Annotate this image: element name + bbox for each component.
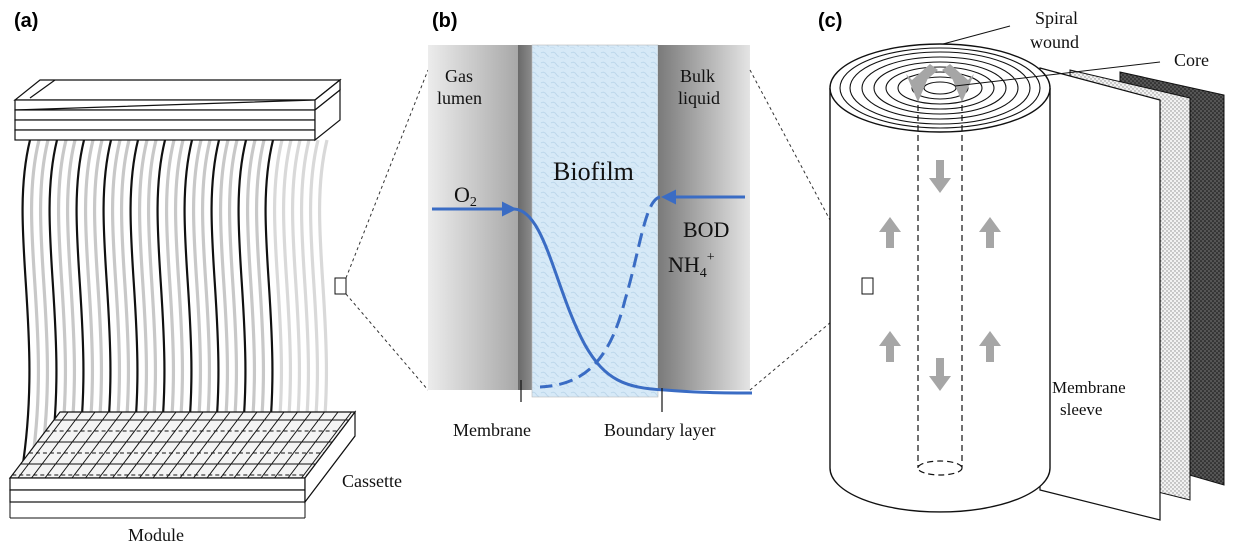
biofilm-label: Biofilm bbox=[553, 157, 634, 186]
top-header bbox=[13, 78, 342, 142]
bulk-liquid-label-2: liquid bbox=[678, 88, 720, 108]
cassette-grid-line bbox=[139, 411, 190, 479]
arrow-up-left-lower bbox=[879, 331, 901, 362]
gas-lumen-label-1: Gas bbox=[445, 66, 473, 86]
cassette-grid-line bbox=[193, 411, 244, 479]
o2-label: O2 bbox=[454, 182, 477, 210]
membrane-label: Membrane bbox=[453, 420, 531, 440]
o2-label-text: O bbox=[454, 182, 470, 207]
cassette-grid-line bbox=[71, 411, 123, 479]
cassette-grid-line bbox=[17, 411, 69, 479]
sleeve-label-1: Membrane bbox=[1052, 378, 1126, 397]
sleeve-white bbox=[1039, 67, 1161, 521]
flow-arrows bbox=[879, 64, 1001, 391]
cassette-grid-line bbox=[233, 411, 285, 479]
arrow-up-right-upper bbox=[979, 217, 1001, 248]
hollow-fiber bbox=[38, 139, 50, 471]
cassette-grid-line bbox=[287, 411, 339, 479]
arrow-up-right-lower bbox=[979, 331, 1001, 362]
cassette-grid-line bbox=[31, 411, 82, 479]
panel-b-label: (b) bbox=[432, 10, 458, 32]
zoom-line-bottom-left bbox=[345, 293, 429, 391]
module-label: Module bbox=[128, 525, 184, 545]
hollow-fiber bbox=[29, 139, 41, 471]
cassette-label: Cassette bbox=[342, 471, 402, 491]
cassette-base bbox=[8, 410, 357, 519]
cassette-grid-line bbox=[98, 411, 150, 479]
nh4-superscript: + bbox=[707, 250, 715, 265]
spiral-label-1: Spiral bbox=[1035, 8, 1078, 28]
arrow-top-right bbox=[942, 64, 974, 102]
cassette-grid-line bbox=[260, 411, 312, 479]
arrow-down-lower bbox=[929, 358, 951, 391]
spiral-rings bbox=[839, 47, 1041, 129]
arrow-top-left bbox=[906, 64, 938, 102]
arrow-up-left-upper bbox=[879, 217, 901, 248]
sleeve-label-2: sleeve bbox=[1060, 400, 1102, 419]
cassette-grid-line bbox=[152, 411, 204, 479]
zoom-box-c bbox=[861, 277, 874, 295]
core-label: Core bbox=[1174, 50, 1209, 70]
panel-b: (b) Gas lumen Bulk liquid Biofilm O2 BOD… bbox=[428, 10, 753, 440]
cassette-grid-line bbox=[85, 411, 136, 479]
arrow-down-upper bbox=[929, 160, 951, 193]
nh4-subscript: 4 bbox=[700, 266, 707, 281]
gas-lumen-label-2: lumen bbox=[437, 88, 482, 108]
cassette-grid-line bbox=[301, 411, 352, 479]
cassette-grid-line bbox=[179, 411, 231, 479]
cylinder-body bbox=[829, 88, 1051, 513]
cassette-grid-line bbox=[58, 411, 109, 479]
cassette-grid-line bbox=[206, 411, 258, 479]
biofilm-region bbox=[531, 44, 659, 398]
spiral-callout-line bbox=[942, 25, 1011, 45]
bulk-liquid-region bbox=[658, 45, 750, 390]
o2-subscript: 2 bbox=[470, 195, 477, 210]
panel-c-label: (c) bbox=[818, 10, 842, 32]
core-tube bbox=[917, 95, 963, 476]
hollow-fiber bbox=[20, 139, 32, 471]
cassette-grid-line bbox=[274, 411, 325, 479]
bulk-liquid-label-1: Bulk bbox=[680, 66, 715, 86]
bod-label: BOD bbox=[683, 217, 729, 242]
cassette-grid-line bbox=[125, 411, 177, 479]
membrane-layer bbox=[518, 45, 532, 390]
panel-c: (c) bbox=[818, 8, 1225, 521]
zoom-box-a bbox=[334, 277, 347, 295]
cassette-grid-line bbox=[247, 411, 298, 479]
cassette-grid-line bbox=[44, 411, 96, 479]
nh4-label: NH4+ bbox=[668, 250, 715, 281]
o2-profile-curve bbox=[513, 207, 753, 395]
hollow-fiber bbox=[47, 139, 59, 471]
zoom-line-top-left bbox=[345, 69, 429, 279]
spiral-label-2: wound bbox=[1030, 32, 1079, 52]
panel-a-label: (a) bbox=[14, 10, 38, 32]
cassette-grid-line bbox=[220, 411, 271, 479]
bod-profile-curve bbox=[539, 195, 661, 389]
nh4-label-text: NH bbox=[668, 252, 700, 277]
cassette-grid-line bbox=[166, 411, 217, 479]
core-callout-line bbox=[954, 61, 1161, 87]
boundary-layer-label: Boundary layer bbox=[604, 420, 715, 440]
gas-lumen-region bbox=[428, 45, 518, 390]
panel-a: (a) Cassette Module bbox=[8, 10, 402, 545]
cassette-grid-line bbox=[112, 411, 163, 479]
